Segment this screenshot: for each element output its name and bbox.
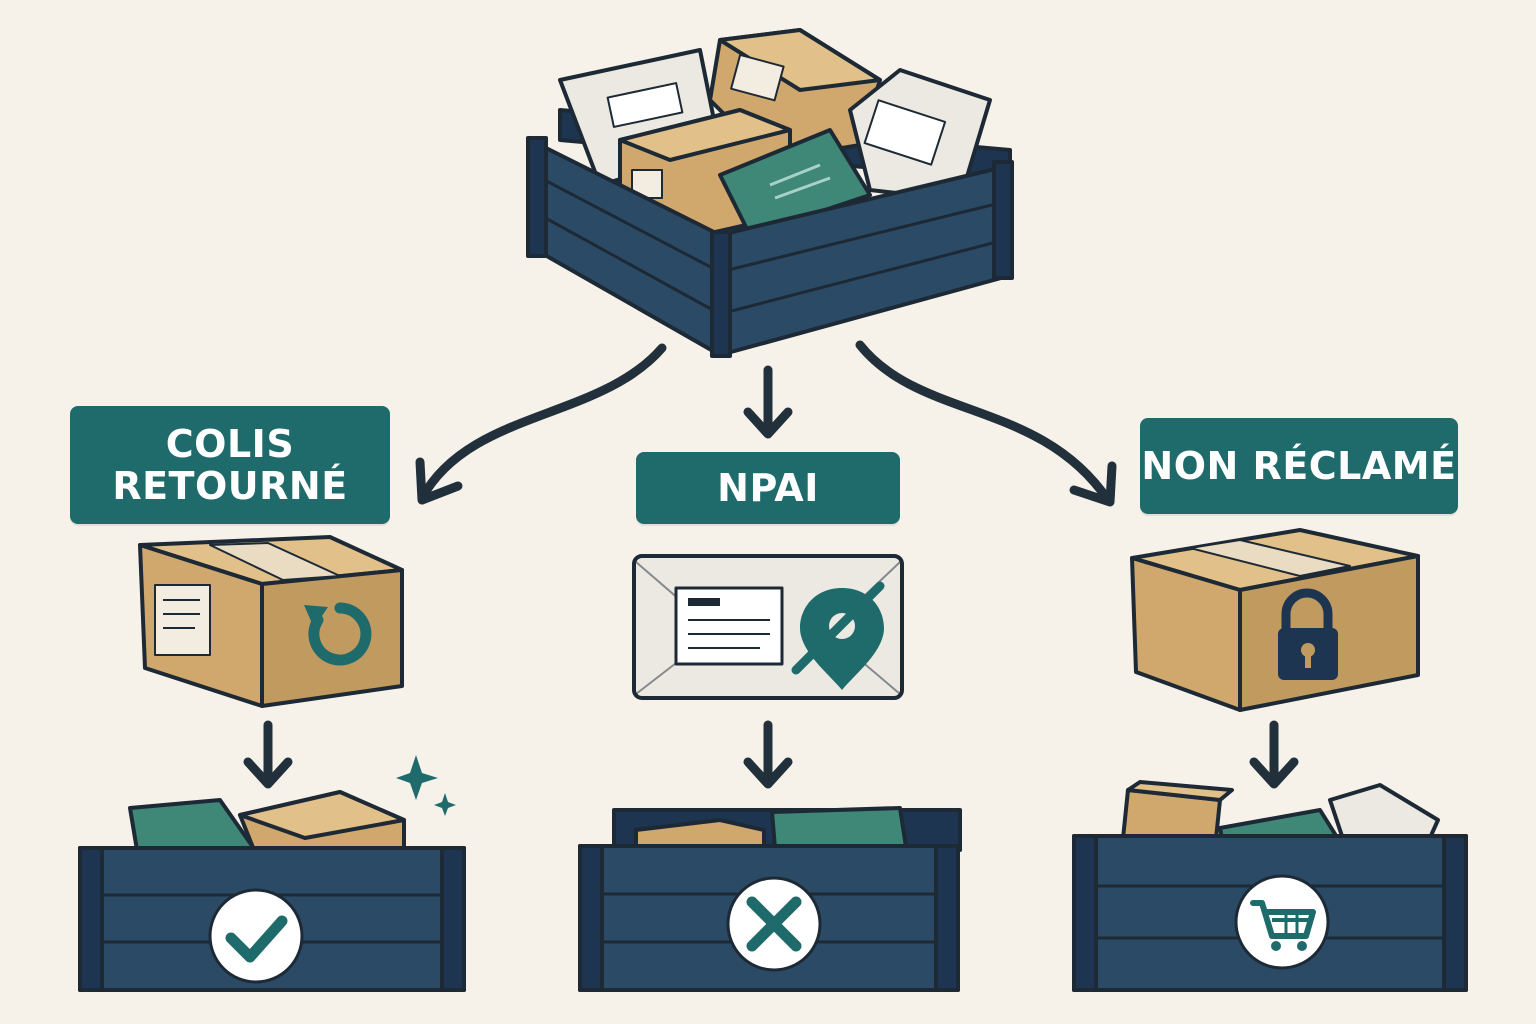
source-crate	[526, 28, 1014, 358]
location-pin-crossed-icon	[791, 581, 885, 690]
sparkle-icon	[396, 755, 456, 816]
arrows-to-outcomes	[243, 720, 1299, 789]
arrow-to-returned	[417, 343, 667, 503]
arrows-from-source	[415, 340, 1117, 507]
padlock-icon	[1278, 588, 1338, 680]
unclaimed-parcel	[1130, 528, 1420, 712]
category-label-text: NON RÉCLAMÉ	[1141, 444, 1457, 488]
category-label-returned: COLIS RETOURNÉ	[70, 406, 390, 524]
category-label-unclaimed: NON RÉCLAMÉ	[1140, 418, 1458, 514]
returned-parcel	[138, 535, 404, 708]
return-arrow-icon	[304, 602, 372, 666]
shopping-cart-icon	[1234, 874, 1330, 970]
outcome-crate-returned	[78, 790, 466, 992]
arrow-to-unclaimed	[855, 340, 1113, 505]
parcel-envelope-white-right	[848, 68, 992, 202]
cross-icon	[726, 876, 822, 972]
category-label-npai: NPAI	[636, 452, 900, 524]
check-icon	[208, 888, 304, 984]
category-label-text: NPAI	[717, 466, 819, 510]
parcel-envelope-green	[718, 128, 872, 237]
category-label-text: COLIS RETOURNÉ	[112, 422, 348, 508]
